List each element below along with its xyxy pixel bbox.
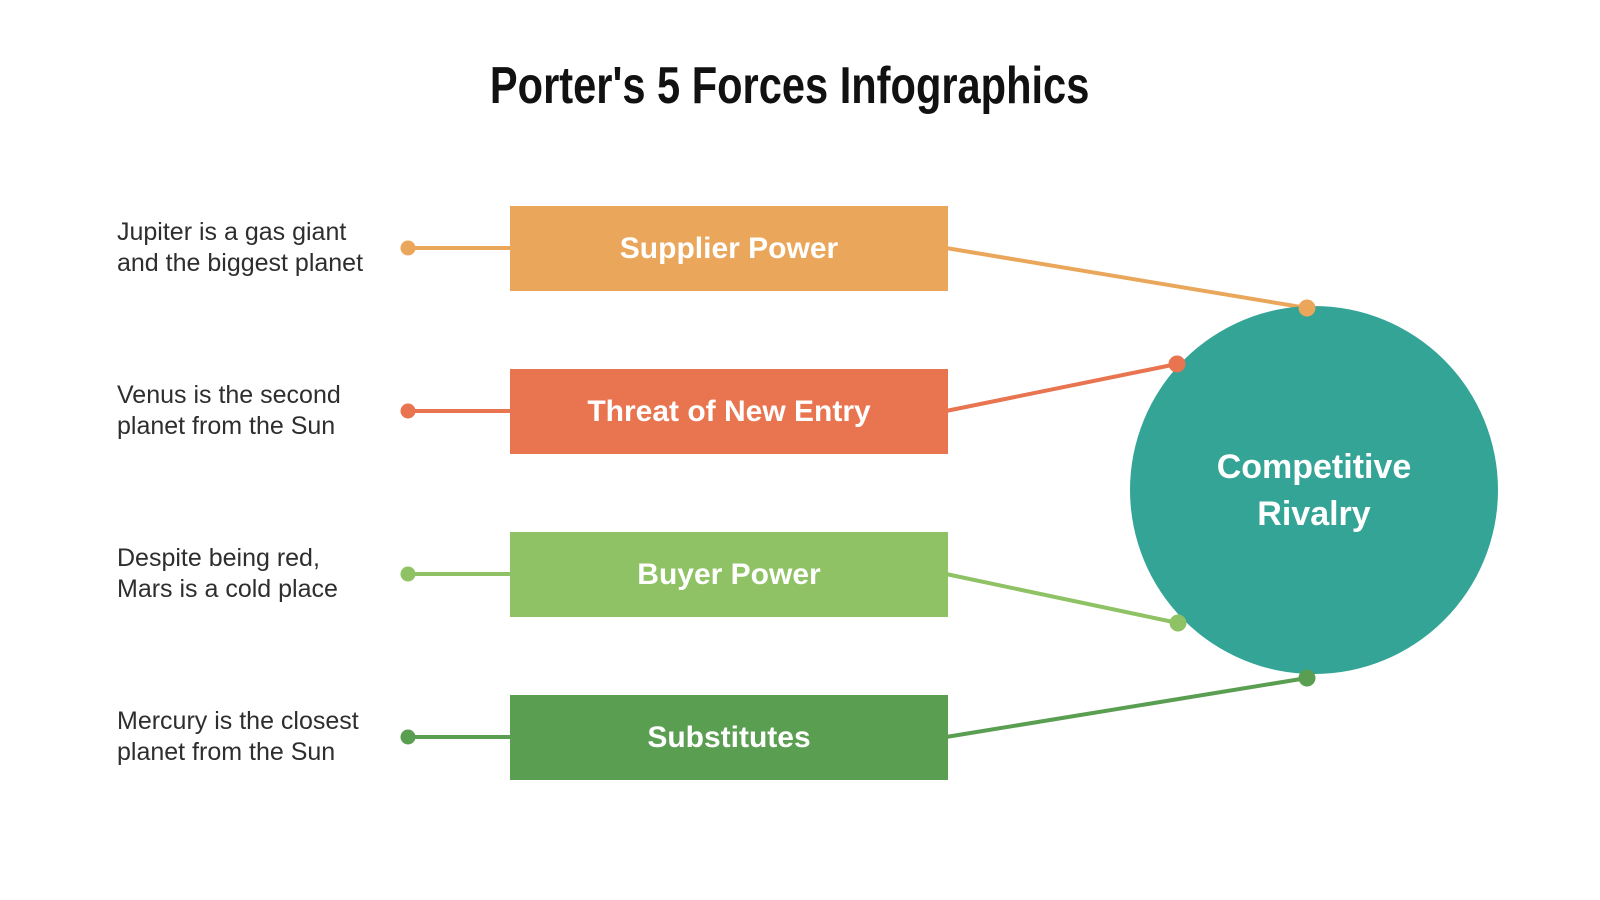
threat-of-new-entry-note-line2: planet from the Sun (117, 412, 336, 440)
substitutes-right-connector-line (945, 676, 1308, 739)
buyer-power-note-line2: Mars is a cold place (117, 575, 338, 603)
competitive-rivalry-circle (1130, 306, 1498, 674)
page-title: Porter's 5 Forces Infographics (0, 56, 1580, 116)
supplier-power-note: Jupiter is a gas giant and the biggest p… (117, 217, 417, 279)
substitutes-label: Substitutes (647, 720, 811, 754)
threat-right-connector-line (945, 362, 1178, 413)
supplier-circle-dot (1298, 299, 1316, 317)
threat-of-new-entry-label: Threat of New Entry (587, 394, 871, 428)
threat-circle-dot (1168, 355, 1186, 373)
page-title-text: Porter's 5 Forces Infographics (490, 57, 1090, 115)
threat-note-dot (400, 403, 416, 419)
buyer-power-note-line1: Despite being red, (117, 544, 320, 572)
substitutes-note-dot (400, 729, 416, 745)
buyer-note-dot (400, 566, 416, 582)
substitutes-note-line1: Mercury is the closest (117, 707, 359, 735)
supplier-right-connector-line (945, 246, 1308, 310)
substitutes-note-line2: planet from the Sun (117, 738, 336, 766)
competitive-rivalry-line1: Competitive (1216, 448, 1412, 486)
buyer-right-connector-line (945, 572, 1179, 625)
supplier-note-dot (400, 240, 416, 256)
substitutes-note: Mercury is the closest planet from the S… (117, 706, 417, 768)
buyer-power-label: Buyer Power (637, 557, 821, 591)
competitive-rivalry-line2: Rivalry (1257, 495, 1371, 533)
supplier-power-note-line2: and the biggest planet (117, 249, 364, 277)
supplier-power-label: Supplier Power (619, 231, 839, 265)
supplier-power-note-line1: Jupiter is a gas giant (117, 218, 347, 246)
substitutes-box: Substitutes (510, 695, 948, 780)
threat-of-new-entry-note-line1: Venus is the second (117, 381, 341, 409)
threat-of-new-entry-note: Venus is the second planet from the Sun (117, 380, 417, 442)
buyer-circle-dot (1169, 614, 1187, 632)
supplier-power-box: Supplier Power (510, 206, 948, 291)
substitutes-circle-dot (1298, 669, 1316, 687)
buyer-power-note: Despite being red, Mars is a cold place (117, 543, 417, 605)
buyer-power-box: Buyer Power (510, 532, 948, 617)
competitive-rivalry-label: Competitive Rivalry (1114, 444, 1514, 538)
threat-of-new-entry-box: Threat of New Entry (510, 369, 948, 454)
